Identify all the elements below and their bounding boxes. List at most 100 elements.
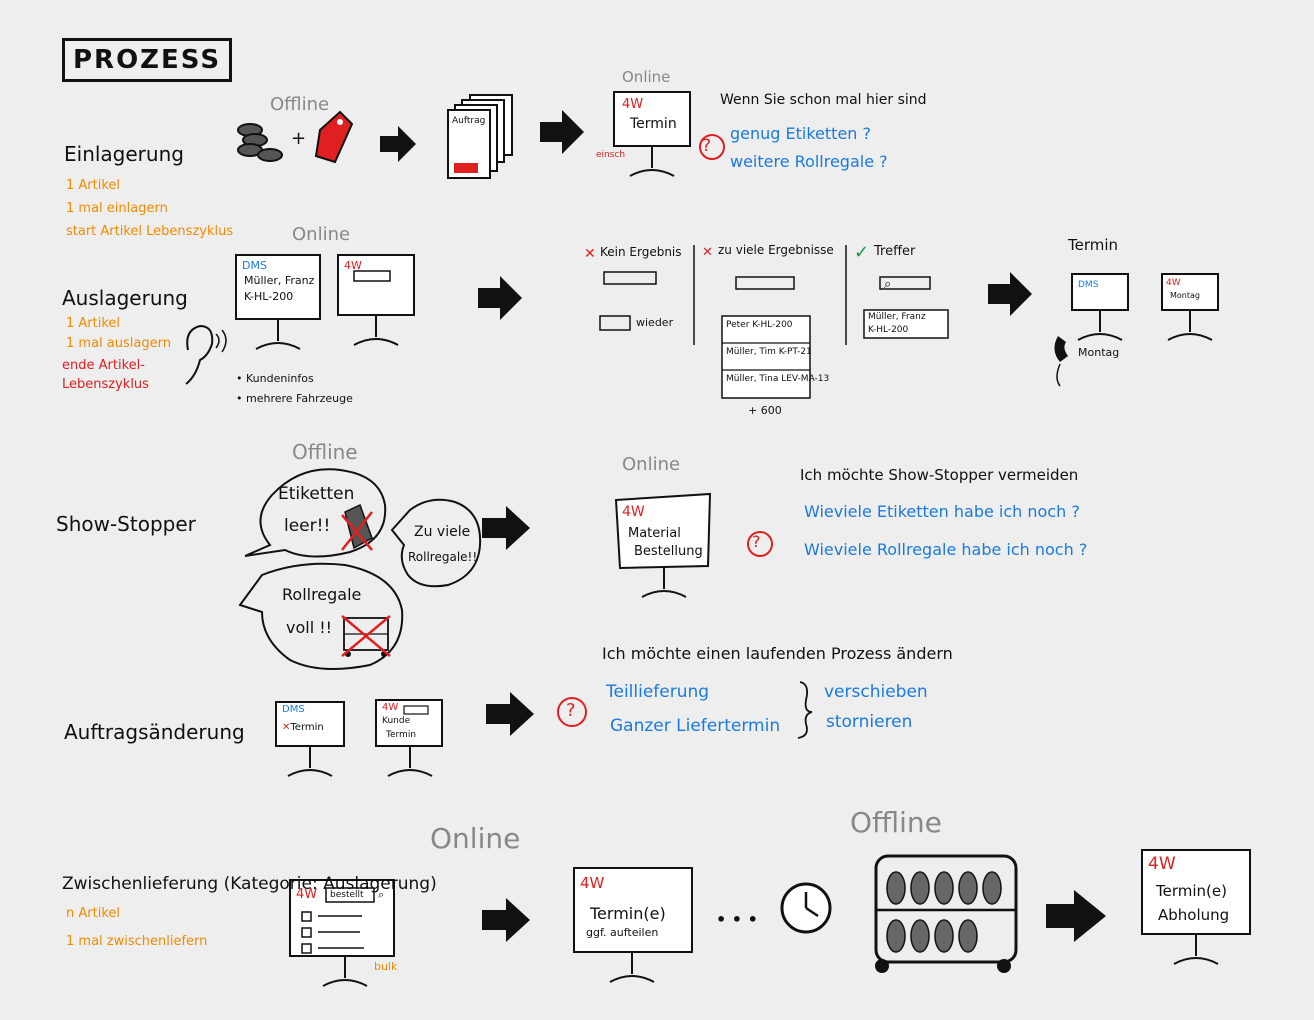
screen-text: Kunde <box>382 716 411 726</box>
tire-rack-icon <box>874 854 1018 973</box>
result-text: Müller, Franz <box>868 312 926 322</box>
row-label-show-stopper: Show-Stopper <box>56 512 196 536</box>
screen-brand: 4W <box>580 874 605 892</box>
note: 1 mal zwischenliefern <box>66 934 208 949</box>
mode-label: Online <box>622 68 671 86</box>
screen-side-note: bulk <box>374 960 398 973</box>
monitor-4w-search <box>337 254 415 346</box>
monitor-einlagerung <box>613 91 691 177</box>
screen-brand: 4W <box>1166 278 1181 288</box>
search-icon: ⌕ <box>378 888 385 901</box>
search-zu-viele <box>721 276 811 399</box>
bubble-text: Etiketten <box>278 484 355 504</box>
screen-text: Müller, Franz <box>244 274 315 287</box>
monitor-zwischen-termin <box>573 867 693 983</box>
arrow-right-icon <box>380 126 416 162</box>
mode-label: Online <box>430 822 521 855</box>
screen-text: Material <box>628 526 681 541</box>
monitor-dms <box>235 254 321 350</box>
result-label: Kein Ergebnis <box>600 245 682 259</box>
termin-title: Termin <box>1068 236 1119 254</box>
note: 1 mal einlagern <box>66 201 168 216</box>
screen-brand: 4W <box>1148 854 1176 874</box>
screen-text: ✕Termin <box>282 722 324 733</box>
question-intro: Ich möchte einen laufenden Prozess änder… <box>602 644 953 663</box>
question-intro: Wenn Sie schon mal hier sind <box>720 92 927 108</box>
order-documents-icon <box>447 94 513 179</box>
check-icon: ✓ <box>854 242 869 263</box>
option: Ganzer Liefertermin <box>610 716 781 736</box>
screen-brand: 4W <box>382 702 399 713</box>
arrow-right-icon <box>482 898 530 942</box>
screen-text: Termin(e) <box>590 904 666 923</box>
search-icon: ⌕ <box>884 277 891 292</box>
monitor-zwischen-list <box>289 879 395 987</box>
row-label-auftragsaenderung: Auftragsänderung <box>64 720 245 744</box>
more-count: + 600 <box>748 404 782 417</box>
row-label-einlagerung: Einlagerung <box>64 142 184 166</box>
note: Lebenszyklus <box>62 377 149 392</box>
screen-brand: 4W <box>622 97 644 112</box>
monitor-termin-4w <box>1161 273 1219 341</box>
note: n Artikel <box>66 906 120 921</box>
screen-brand: 4W <box>296 887 318 902</box>
note: start Artikel Lebenszyklus <box>66 224 234 239</box>
question-circle-4 <box>557 697 587 727</box>
arrow-right-icon <box>540 110 584 154</box>
screen-text: ggf. aufteilen <box>586 926 659 939</box>
cross-icon: ✕ <box>584 246 596 262</box>
marks: ✕ ✕ ✓ ⌕ <box>584 242 891 292</box>
list-item: Müller, Tim K-PT-21 <box>726 347 812 357</box>
question-mark: ? <box>566 700 576 721</box>
question: Wieviele Etiketten habe ich noch ? <box>804 502 1080 521</box>
monitor-zwischen-abholung <box>1141 849 1251 965</box>
search-kein <box>599 271 657 331</box>
question: genug Etiketten ? <box>730 124 871 143</box>
bubble-text: Zu viele <box>414 524 471 540</box>
cross-icon: ✕ <box>702 245 713 260</box>
monitor-auftrag-dms <box>275 701 345 777</box>
bubble-text: leer!! <box>284 516 331 536</box>
monitor-termin-dms <box>1071 273 1129 341</box>
clock-icon <box>780 882 832 934</box>
arrow-right-icon <box>1046 890 1106 942</box>
note: ende Artikel- <box>62 358 145 373</box>
mode-label: Online <box>292 224 351 245</box>
question-circle-1 <box>699 134 725 160</box>
option: Teillieferung <box>606 682 710 702</box>
question-circle-3 <box>747 531 773 557</box>
screen-brand: 4W <box>344 259 362 272</box>
question-intro: Ich möchte Show-Stopper vermeiden <box>800 466 1079 484</box>
screen-brand: 4W <box>622 504 645 520</box>
tire-stack-icon <box>237 123 283 162</box>
phone-text: Montag <box>1078 346 1120 359</box>
ear-icon <box>185 324 227 385</box>
auftrag-label: Auftrag <box>452 116 486 126</box>
row-label-zwischenlieferung: Zwischenlieferung (Kategorie: Auslagerun… <box>62 874 437 894</box>
screen-side-note: einsch <box>596 150 626 160</box>
option: stornieren <box>826 712 913 732</box>
screen-text-termin: Termin <box>290 722 324 733</box>
question-mark: ? <box>702 136 712 156</box>
note: 1 Artikel <box>66 316 121 331</box>
row-label-auslagerung: Auslagerung <box>62 286 188 310</box>
note: 1 Artikel <box>66 178 121 193</box>
cross-icon: ✕ <box>282 722 291 733</box>
result-label: wieder <box>636 316 674 329</box>
bullet: • Kundeninfos <box>236 372 314 385</box>
speech-bubble-rollregale-voll <box>238 562 404 670</box>
bubble-text: voll !! <box>286 618 333 637</box>
brace-icon <box>797 681 813 739</box>
monitor-material-bestellung <box>614 492 712 598</box>
screen-text: Termin(e) <box>1156 882 1227 900</box>
question-mark: ? <box>752 532 761 551</box>
tag-icon <box>314 110 354 164</box>
question: weitere Rollregale ? <box>730 152 888 171</box>
screen-text: Abholung <box>1158 906 1230 924</box>
result-text: K-HL-200 <box>868 325 909 335</box>
monitor-auftrag-4w <box>375 699 443 777</box>
screen-text: Termin <box>630 116 677 132</box>
arrow-right-icon <box>486 692 534 736</box>
bubble-text: Rollregale!! <box>408 550 478 564</box>
